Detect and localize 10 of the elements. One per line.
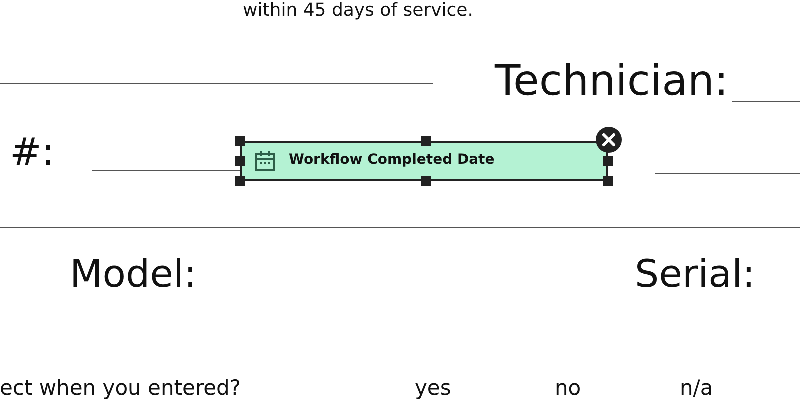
- field-label: Serial:: [635, 252, 756, 298]
- option-text: yes: [415, 376, 452, 402]
- field-name: Workflow Completed Date: [289, 152, 495, 168]
- option-text: n/a: [680, 376, 714, 402]
- field-label: Technician:: [495, 56, 729, 106]
- note-text: within 45 days of service.: [243, 0, 474, 22]
- field-label: Model:: [70, 252, 197, 298]
- option-text: no: [555, 376, 582, 402]
- question-text: ect when you entered?: [0, 376, 241, 402]
- field-label: #:: [10, 130, 55, 176]
